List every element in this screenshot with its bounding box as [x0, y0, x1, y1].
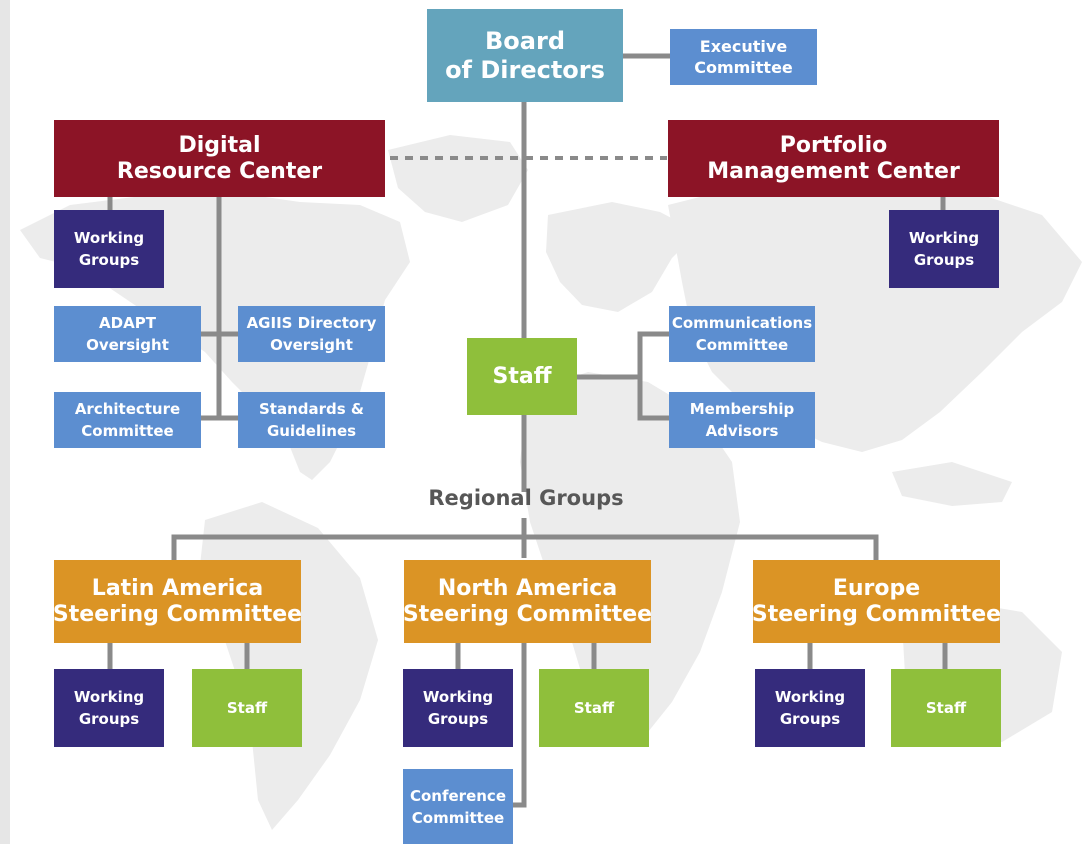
regional-bus	[171, 534, 879, 560]
europe-steering-committee-box: Europe Steering Committee	[751, 560, 1002, 643]
agiis-directory-oversight-box: AGIIS Directory Oversight	[238, 306, 385, 362]
na-staff-box: Staff	[539, 669, 649, 747]
executive-label-line1: Executive	[699, 37, 788, 56]
conference-committee-box: Conference Committee	[403, 769, 513, 844]
conference-label-line2: Committee	[411, 808, 505, 827]
adapt-label-line2: Oversight	[86, 336, 169, 354]
north-america-steering-committee-box: North America Steering Committee	[402, 560, 653, 643]
architecture-committee-box: Architecture Committee	[54, 392, 201, 448]
map-indonesia	[892, 462, 1012, 506]
communications-committee-box: Communications Committee	[669, 306, 815, 362]
na-sub: Steering Committee	[402, 601, 653, 627]
agiis-label-line2: Oversight	[270, 336, 353, 354]
digital-label-line2: Resource Center	[116, 158, 323, 184]
standards-label-line1: Standards &	[259, 400, 364, 418]
digital-label-line1: Digital	[178, 132, 261, 158]
advisors-bracket	[637, 331, 669, 421]
left-margin-strip	[0, 0, 10, 844]
drc-working-groups-box: Working Groups	[54, 210, 164, 288]
pmc-working-label-line1: Working	[908, 229, 980, 247]
board-label-line2: of Directors	[445, 55, 605, 84]
eu-sub: Steering Committee	[751, 601, 1002, 627]
membership-label-line2: Advisors	[705, 422, 779, 440]
conference-label-line1: Conference	[409, 786, 506, 805]
la-staff-box: Staff	[192, 669, 302, 747]
na-working-line2: Groups	[427, 710, 489, 728]
staff-main-box: Staff	[467, 338, 577, 415]
adapt-label-line1: ADAPT	[99, 314, 156, 332]
communications-label-line2: Committee	[695, 336, 789, 354]
latin-america-steering-committee-box: Latin America Steering Committee	[52, 560, 303, 643]
membership-advisors-box: Membership Advisors	[669, 392, 815, 448]
staff-main-label: Staff	[492, 363, 552, 389]
na-working-groups-box: Working Groups	[403, 669, 513, 747]
eu-staff-label: Staff	[925, 699, 967, 717]
eu-working-groups-box: Working Groups	[755, 669, 865, 747]
la-sub: Steering Committee	[52, 601, 303, 627]
na-staff-label: Staff	[573, 699, 615, 717]
portfolio-management-center-box: Portfolio Management Center	[668, 120, 999, 197]
architecture-label-line1: Architecture	[74, 400, 181, 418]
na-working-line1: Working	[422, 688, 494, 706]
regional-groups-heading: Regional Groups	[428, 486, 624, 510]
drc-working-label-line2: Groups	[78, 251, 140, 269]
architecture-label-line2: Committee	[81, 422, 174, 440]
pmc-working-groups-box: Working Groups	[889, 210, 999, 288]
eu-staff-box: Staff	[891, 669, 1001, 747]
eu-working-line1: Working	[774, 688, 846, 706]
standards-label-line2: Guidelines	[266, 422, 357, 440]
executive-label-line2: Committee	[694, 58, 793, 77]
eu-working-line2: Groups	[779, 710, 841, 728]
la-working-line1: Working	[73, 688, 145, 706]
communications-label-line1: Communications	[671, 314, 813, 332]
la-working-groups-box: Working Groups	[54, 669, 164, 747]
portfolio-label-line1: Portfolio	[779, 132, 888, 158]
digital-resource-center-box: Digital Resource Center	[54, 120, 385, 197]
executive-committee-box: Executive Committee	[670, 29, 817, 85]
map-africa	[520, 372, 740, 742]
standards-guidelines-box: Standards & Guidelines	[238, 392, 385, 448]
adapt-oversight-box: ADAPT Oversight	[54, 306, 201, 362]
board-label-line1: Board	[485, 26, 565, 55]
portfolio-label-line2: Management Center	[707, 158, 960, 184]
la-working-line2: Groups	[78, 710, 140, 728]
board-of-directors-box: Board of Directors	[427, 9, 623, 102]
membership-label-line1: Membership	[689, 400, 795, 418]
pmc-working-label-line2: Groups	[913, 251, 975, 269]
eu-name: Europe	[832, 575, 921, 601]
drc-working-label-line1: Working	[73, 229, 145, 247]
map-europe	[546, 202, 698, 312]
na-conference-connector	[512, 643, 527, 808]
agiis-label-line1: AGIIS Directory	[246, 314, 377, 332]
na-name: North America	[437, 575, 618, 601]
la-name: Latin America	[91, 575, 264, 601]
la-staff-label: Staff	[226, 699, 268, 717]
